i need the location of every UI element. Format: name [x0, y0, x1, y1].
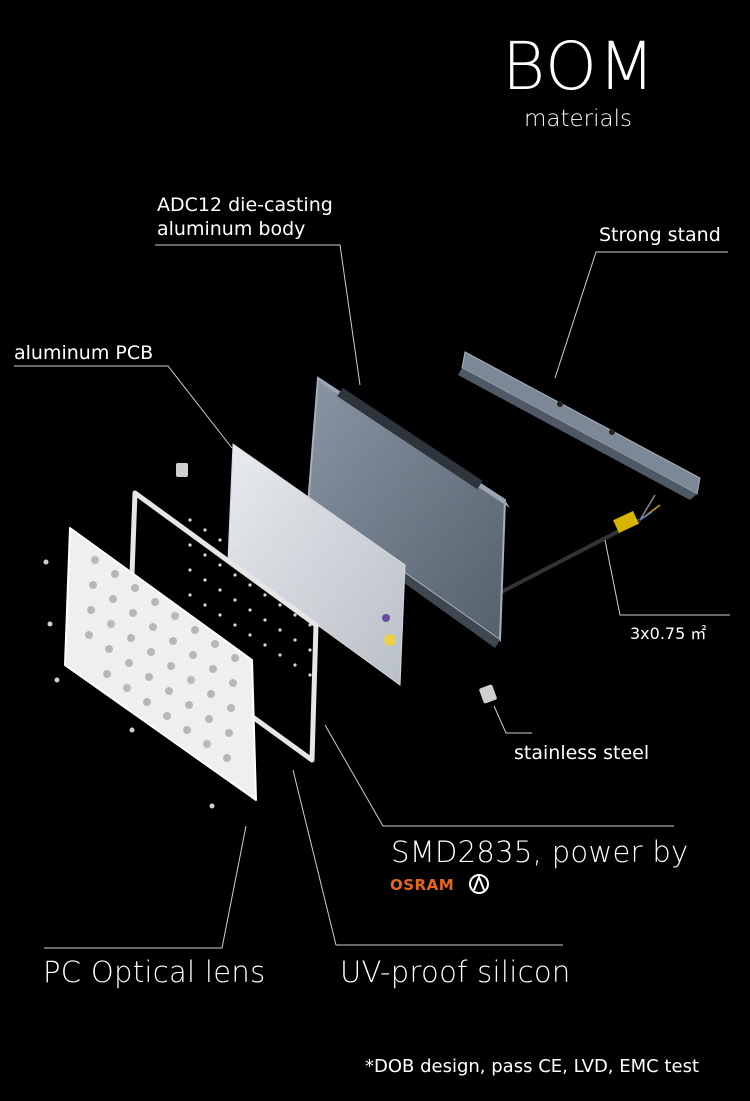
label-cable: 3x0.75 ㎡ [630, 624, 707, 643]
osram-logo-icon [469, 874, 489, 894]
screws [43, 463, 497, 809]
label-led: SMD2835, power by [391, 835, 689, 869]
pc-lens [64, 527, 257, 801]
stand-bracket [458, 351, 701, 500]
label-body-line1: ADC12 die-casting [157, 194, 333, 216]
led-dot-grid [188, 518, 312, 677]
label-silicon: UV-proof silicon [340, 955, 571, 989]
power-cable [489, 494, 661, 600]
label-stand: Strong stand [599, 224, 721, 246]
leader-lines [14, 244, 730, 949]
label-screw: stainless steel [514, 742, 650, 764]
brand-osram: OSRAM [390, 876, 455, 894]
label-body-line2: aluminum body [157, 218, 306, 240]
label-lens: PC Optical lens [43, 955, 266, 989]
label-pcb: aluminum PCB [14, 342, 154, 364]
footer-note: *DOB design, pass CE, LVD, EMC test [365, 1056, 700, 1077]
pcb-board [227, 443, 406, 686]
page-subtitle: materials [524, 106, 632, 132]
page-title: BOM [502, 28, 656, 105]
